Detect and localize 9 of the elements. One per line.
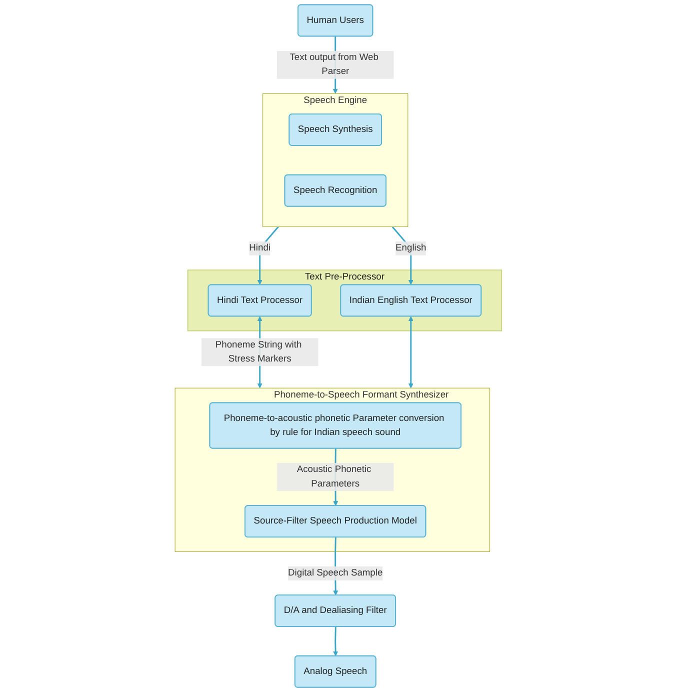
arrow bbox=[257, 226, 280, 285]
edge-label: Text output from Web Parser bbox=[290, 52, 379, 77]
edge-label: Digital Speech Sample bbox=[288, 568, 383, 578]
arrow bbox=[333, 626, 338, 656]
edge-label: Hindi bbox=[249, 243, 271, 254]
edge-label: Phoneme String with Stress Markers bbox=[216, 340, 302, 364]
edge-label: English bbox=[396, 243, 426, 254]
edge-label: Acoustic Phonetic Parameters bbox=[297, 464, 372, 489]
arrow bbox=[408, 316, 414, 388]
